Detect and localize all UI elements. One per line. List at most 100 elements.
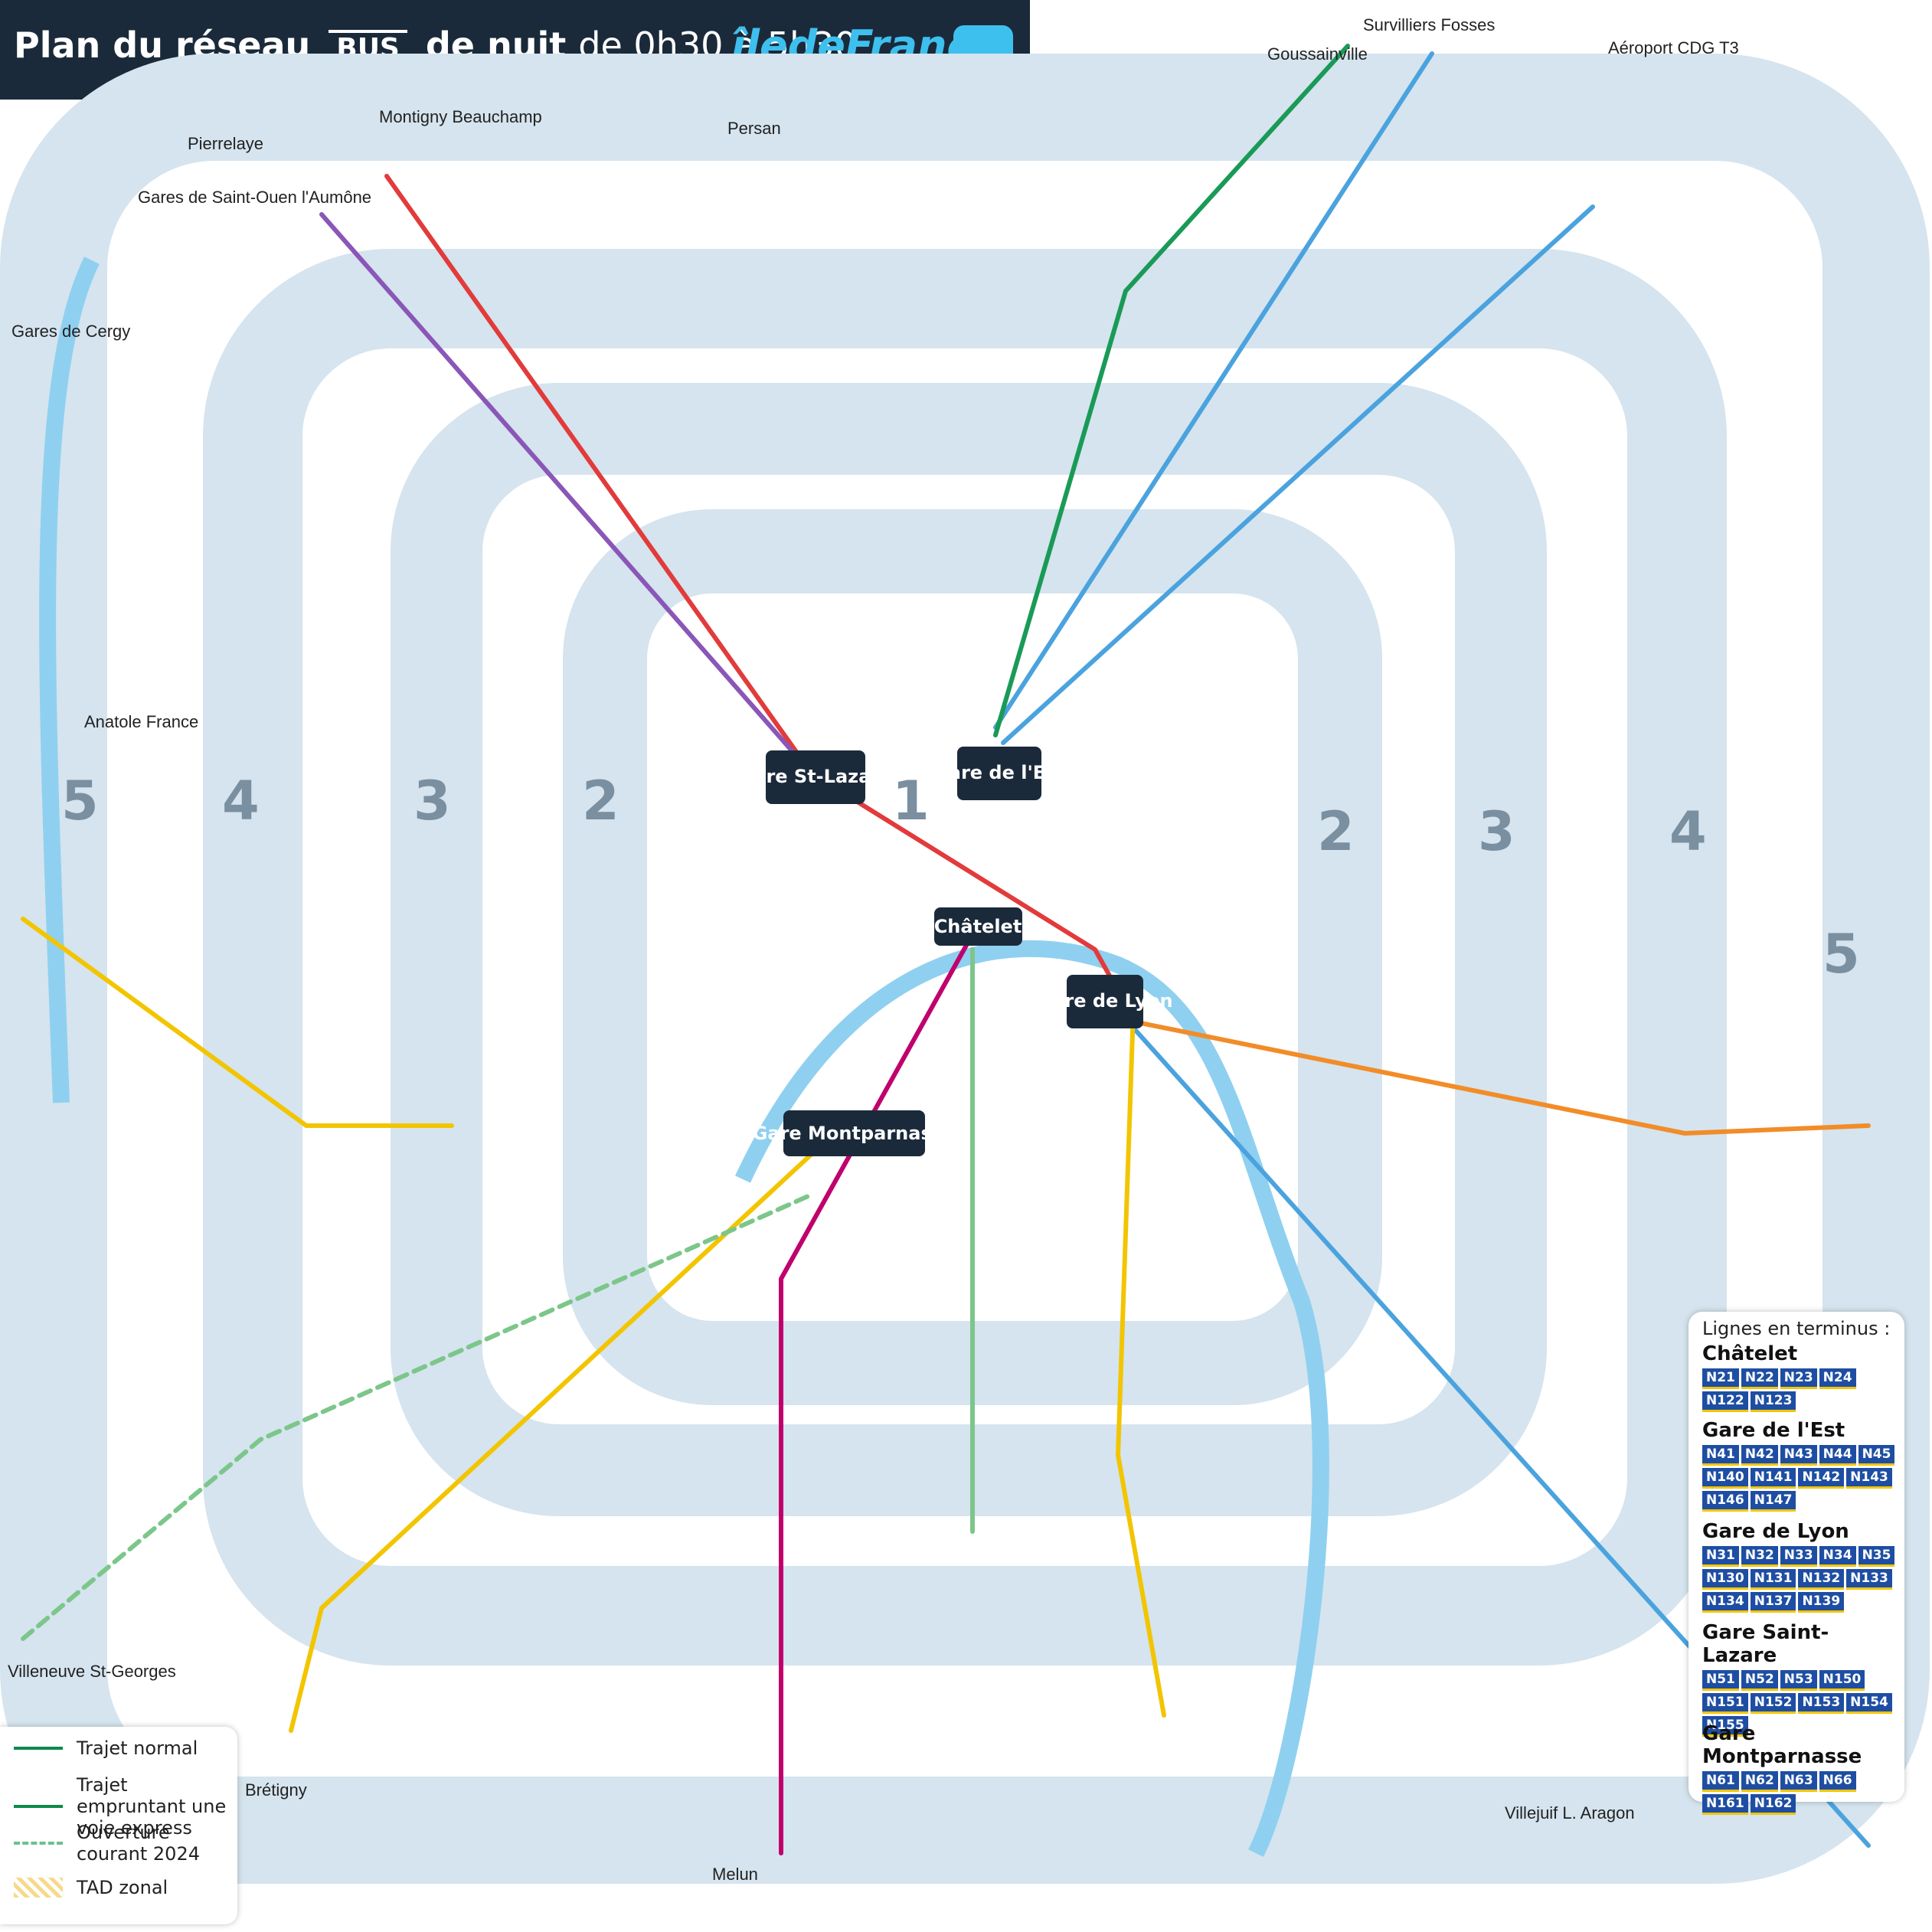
line-badge[interactable]: N143	[1846, 1468, 1892, 1489]
legend-label: Trajet empruntant une voie express	[77, 1774, 227, 1839]
hub-gare-montparnasse[interactable]: Gare Montparnasse	[753, 1110, 956, 1156]
line-n143[interactable]	[993, 51, 1434, 730]
line-badge[interactable]: N44	[1819, 1445, 1856, 1466]
hub-label: Gare de l'Est	[933, 762, 1065, 783]
line-badge[interactable]: N146	[1702, 1491, 1748, 1512]
stop-label: Anatole France	[84, 712, 198, 731]
line-badge[interactable]: N63	[1780, 1771, 1817, 1792]
zone-number: 3	[1478, 800, 1515, 863]
hub-gare-st-lazare[interactable]: Gare St-Lazare	[739, 750, 893, 804]
line-n140[interactable]	[1001, 204, 1595, 745]
hub-label: Gare St-Lazare	[739, 766, 893, 787]
line-badge[interactable]: N142	[1798, 1468, 1845, 1489]
stop-label: Gares de Cergy	[11, 322, 130, 341]
stop-labels: Pierrelaye Montigny Beauchamp Persan Sur…	[8, 15, 1739, 1884]
line-badge[interactable]: N31	[1702, 1546, 1739, 1567]
line-badge[interactable]: N35	[1858, 1546, 1895, 1567]
hub-label: Châtelet	[934, 916, 1022, 937]
legend-tad-zonal: TAD zonal	[14, 1877, 168, 1898]
zone-band-3	[391, 383, 1547, 1516]
line-badge[interactable]: N34	[1819, 1546, 1856, 1567]
line-badge[interactable]: N51	[1702, 1670, 1739, 1691]
zone-number: 3	[414, 770, 451, 832]
legend-label: Trajet normal	[77, 1737, 198, 1759]
line-badge[interactable]: N141	[1750, 1468, 1796, 1489]
line-badge[interactable]: N52	[1741, 1670, 1778, 1691]
hub-chatelet[interactable]: Châtelet	[934, 907, 1022, 946]
zone-number: 1	[892, 770, 930, 832]
line-badge[interactable]: N62	[1741, 1771, 1778, 1792]
line-badge[interactable]: N42	[1741, 1445, 1778, 1466]
line-badge[interactable]: N66	[1819, 1771, 1856, 1792]
line-n131[interactable]	[1115, 1008, 1166, 1718]
zone-number: 4	[1669, 800, 1707, 863]
line-n162[interactable]	[21, 1192, 814, 1641]
hub-gare-de-lest[interactable]: Gare de l'Est	[933, 747, 1065, 800]
line-n151[interactable]	[21, 917, 454, 1128]
zone-number: 2	[1317, 800, 1355, 863]
stop-label: Persan	[727, 119, 781, 138]
legend: Trajet normal Trajet empruntant une voie…	[0, 1727, 237, 1924]
line-badge[interactable]: N53	[1780, 1670, 1817, 1691]
line-badge[interactable]: N123	[1750, 1391, 1796, 1412]
line-badge[interactable]: N32	[1741, 1546, 1778, 1567]
line-n63[interactable]	[289, 1123, 845, 1733]
line-badge[interactable]: N61	[1702, 1771, 1739, 1792]
stop-label: Montigny Beauchamp	[379, 107, 542, 126]
hub-gare-de-lyon[interactable]: Gare de Lyon	[1037, 975, 1173, 1028]
line-n150[interactable]	[384, 174, 814, 776]
terminus-group-name: Châtelet	[1702, 1342, 1798, 1365]
line-n34[interactable]	[1116, 1016, 1871, 1136]
legend-opening-2024: Ouverture courant 2024	[14, 1822, 228, 1865]
line-n123[interactable]	[779, 932, 975, 1855]
line-badge[interactable]: N151	[1702, 1693, 1748, 1714]
line-badge[interactable]: N22	[1741, 1368, 1778, 1389]
line-badge[interactable]: N132	[1798, 1569, 1845, 1590]
stop-label: Gares de Saint-Ouen l'Aumône	[138, 188, 371, 207]
line-badge[interactable]: N140	[1702, 1468, 1748, 1489]
zone-number: 2	[582, 770, 619, 832]
line-badge[interactable]: N24	[1819, 1368, 1856, 1389]
line-badge[interactable]: N122	[1702, 1391, 1748, 1412]
legend-swatch	[14, 1805, 63, 1808]
stop-label: Aéroport CDG T3	[1608, 38, 1739, 57]
line-badge[interactable]: N150	[1819, 1670, 1865, 1691]
line-badge[interactable]: N161	[1702, 1794, 1748, 1815]
line-badge[interactable]: N153	[1798, 1693, 1845, 1714]
line-badge[interactable]: N133	[1846, 1569, 1892, 1590]
legend-label: TAD zonal	[77, 1877, 168, 1898]
line-badge[interactable]: N21	[1702, 1368, 1739, 1389]
legend-swatch	[14, 1878, 63, 1898]
line-badge[interactable]: N137	[1750, 1592, 1796, 1613]
stop-label: Survilliers Fosses	[1363, 15, 1495, 34]
terminus-group-name: Gare Saint-Lazare	[1702, 1621, 1829, 1667]
line-n146[interactable]	[993, 44, 1350, 737]
legend-express: Trajet empruntant une voie express	[14, 1774, 228, 1839]
line-badge[interactable]: N130	[1702, 1569, 1748, 1590]
stop-label: Villeneuve St-Georges	[8, 1662, 176, 1681]
stop-label: Brétigny	[245, 1780, 307, 1800]
line-badge[interactable]: N155	[1702, 1716, 1748, 1737]
line-badge[interactable]: N41	[1702, 1445, 1739, 1466]
line-badge[interactable]: N23	[1780, 1368, 1817, 1389]
line-badge[interactable]: N131	[1750, 1569, 1796, 1590]
line-badge[interactable]: N43	[1780, 1445, 1817, 1466]
stop-label: Pierrelaye	[188, 134, 263, 153]
line-badge[interactable]: N33	[1780, 1546, 1817, 1567]
line-badge[interactable]: N154	[1846, 1693, 1892, 1714]
line-badge[interactable]: N147	[1750, 1491, 1796, 1512]
line-n155[interactable]	[319, 212, 814, 776]
line-badge[interactable]: N139	[1798, 1592, 1845, 1613]
legend-swatch	[14, 1747, 63, 1750]
line-badge[interactable]: N162	[1750, 1794, 1796, 1815]
line-badge[interactable]: N152	[1750, 1693, 1796, 1714]
stop-label: Villejuif L. Aragon	[1505, 1803, 1635, 1822]
line-badge[interactable]: N134	[1702, 1592, 1748, 1613]
line-badge[interactable]: N45	[1858, 1445, 1895, 1466]
